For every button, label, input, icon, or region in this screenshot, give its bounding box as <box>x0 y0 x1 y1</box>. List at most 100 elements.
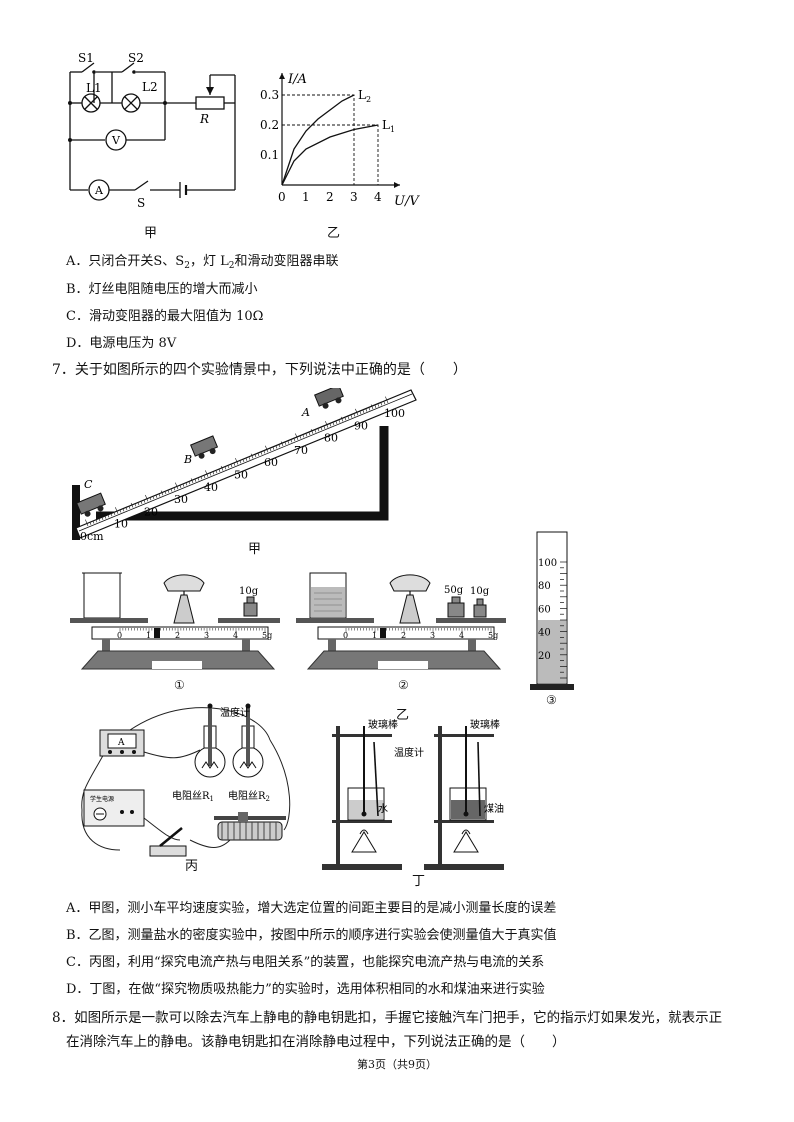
cylinder-tick-label: 80 <box>538 581 551 592</box>
glass-rod-1-label: 玻璃棒 <box>368 718 398 731</box>
balance-scale-label: 1 <box>372 631 377 640</box>
fig-balance-caption: 乙 <box>396 708 410 723</box>
fig-bing-caption: 丙 <box>185 859 199 874</box>
switch-s-label: S <box>137 196 145 210</box>
balance-scale-label: 4 <box>459 631 464 640</box>
x-tick-label: 0 <box>278 190 286 204</box>
ramp-tick-label: 50 <box>234 469 248 482</box>
thermometer-ding-label: 温度计 <box>394 746 424 759</box>
ramp-tick-label: 0cm <box>80 530 104 543</box>
fig-ding-caption: 丁 <box>412 874 426 889</box>
switch-s1-label: S1 <box>78 51 94 65</box>
weight-10g-label: 10g <box>239 586 259 597</box>
ammeter-glyph: A <box>117 738 125 748</box>
q6-option-c[interactable]: C．滑动变阻器的最大阻值为 10Ω <box>66 309 264 324</box>
ramp-tick-label: 80 <box>324 432 338 445</box>
weight-10g-b <box>473 604 487 618</box>
q7-option-c[interactable]: C．丙图，利用“探究电流产热与电阻关系”的装置，也能探究电流产热与电流的关系 <box>66 955 545 970</box>
car-a <box>314 388 344 409</box>
joule-heating-setup: A 温度计 电阻丝R1 电阻丝R2 学生电源 <box>81 703 291 857</box>
x-tick-label: 2 <box>326 190 334 204</box>
circuit-diagram: S1 S2 L1 L2 R V A S <box>68 51 236 210</box>
balance-scale-label: 0 <box>343 631 348 640</box>
voltmeter-label: V <box>111 134 121 147</box>
ramp-tick-label: 40 <box>204 481 218 494</box>
balance-scale-label: 4 <box>233 631 238 640</box>
x-axis-label: U/V <box>394 194 420 209</box>
balance-2-caption: ② <box>398 678 409 692</box>
y-tick-label: 0.2 <box>260 118 279 132</box>
q7-option-d[interactable]: D．丁图，在做“探究物质吸热能力”的实验时，选用体积相同的水和煤油来进行实验 <box>66 982 545 997</box>
resistor-r2-label: 电阻丝R2 <box>228 789 270 803</box>
weight-10g <box>243 602 258 617</box>
thermometer-label: 温度计 <box>220 706 250 719</box>
balance-scale-label: 3 <box>430 631 435 640</box>
cylinder-tick-label: 20 <box>538 651 551 662</box>
ramp-tick-label: 70 <box>294 444 308 457</box>
empty-beaker <box>83 572 121 619</box>
lamp-l1-label: L1 <box>86 81 102 95</box>
balance-1-caption: ① <box>174 678 185 692</box>
q6-option-a[interactable]: A．只闭合开关S、S2，灯 L2和滑动变阻器串联 <box>66 254 338 274</box>
balance-scale-label: 1 <box>146 631 151 640</box>
series-line-l2 <box>281 94 355 186</box>
ammeter-label: A <box>94 184 104 197</box>
balance-scale-label: 3 <box>204 631 209 640</box>
fig-yi-caption: 乙 <box>327 226 341 241</box>
q8-stem-line1: 8．如图所示是一款可以除去汽车上静电的静电钥匙扣，手握它接触汽车门把手，它的指示… <box>52 1010 723 1026</box>
series-line-l1 <box>281 124 379 186</box>
guide-dashed-line <box>282 124 379 185</box>
q7-stem: 7．关于如图所示的四个实验情景中，下列说法中正确的是（ ） <box>52 362 467 378</box>
q6-option-b[interactable]: B．灯丝电阻随电压的增大而减小 <box>66 282 258 297</box>
cylinder-caption: ③ <box>546 693 557 707</box>
rheostat-label: R <box>199 112 209 126</box>
switch-s2-label: S2 <box>128 51 144 65</box>
q6-option-d[interactable]: D．电源电压为 8V <box>66 336 177 351</box>
ramp-tick-label: 100 <box>384 407 405 420</box>
q6-option-a-post: 和滑动变阻器串联 <box>234 254 339 269</box>
car-c-label: C <box>84 478 93 491</box>
ramp-tick-label: 30 <box>174 493 188 506</box>
series-label-l2: L2 <box>358 88 371 104</box>
q6-option-a-sub2: 2 <box>228 261 235 271</box>
glass-rod-2-label: 玻璃棒 <box>470 718 500 731</box>
fig-jia-caption: 甲 <box>144 226 158 241</box>
y-tick-label: 0.3 <box>260 88 279 102</box>
q6-option-a-mid: ，灯 L <box>189 254 229 269</box>
q8-stem-line2: 在消除汽车上的静电。该静电钥匙扣在消除静电过程中，下列说法正确的是（ ） <box>66 1034 566 1050</box>
series-label-l1: L1 <box>382 118 395 134</box>
guide-dashed-line <box>282 94 355 185</box>
cylinder-tick-label: 40 <box>538 628 551 639</box>
heating-stands: 玻璃棒 温度计 水 玻璃棒 煤油 <box>322 718 504 870</box>
ramp-tick-label: 10 <box>114 518 128 531</box>
ramp-tick-label: 20 <box>144 505 158 518</box>
ramp-tick-label: 90 <box>354 419 368 432</box>
balance-scale-label: 5g <box>488 631 498 640</box>
weight-50g <box>447 602 465 618</box>
weight-50g-label: 50g <box>444 585 464 596</box>
power-supply <box>83 789 145 827</box>
y-axis-label: I/A <box>287 72 307 87</box>
x-tick-label: 3 <box>350 190 358 204</box>
kerosene-label: 煤油 <box>484 802 504 815</box>
page-footer: 第3页（共9页） <box>357 1058 437 1071</box>
q7-option-a[interactable]: A．甲图，测小车平均速度实验，增大选定位置的间距主要目的是减小测量长度的误差 <box>66 901 557 916</box>
balance-scale-label: 2 <box>175 631 180 640</box>
y-tick-label: 0.1 <box>260 148 279 162</box>
resistor-r1-label: 电阻丝R1 <box>172 789 214 803</box>
x-tick-label: 1 <box>302 190 310 204</box>
power-supply-label: 学生电源 <box>90 795 114 803</box>
car-b-label: B <box>183 453 192 466</box>
q7-option-b[interactable]: B．乙图，测量盐水的密度实验中，按图中所示的顺序进行实验会使测量值大于真实值 <box>66 928 557 943</box>
cylinder-tick-label: 60 <box>538 604 551 615</box>
knife-switch <box>149 845 187 857</box>
car-b <box>190 435 219 459</box>
fig-ramp-caption: 甲 <box>248 542 262 557</box>
car-c <box>76 492 106 517</box>
cylinder-tick-label: 100 <box>538 558 557 569</box>
